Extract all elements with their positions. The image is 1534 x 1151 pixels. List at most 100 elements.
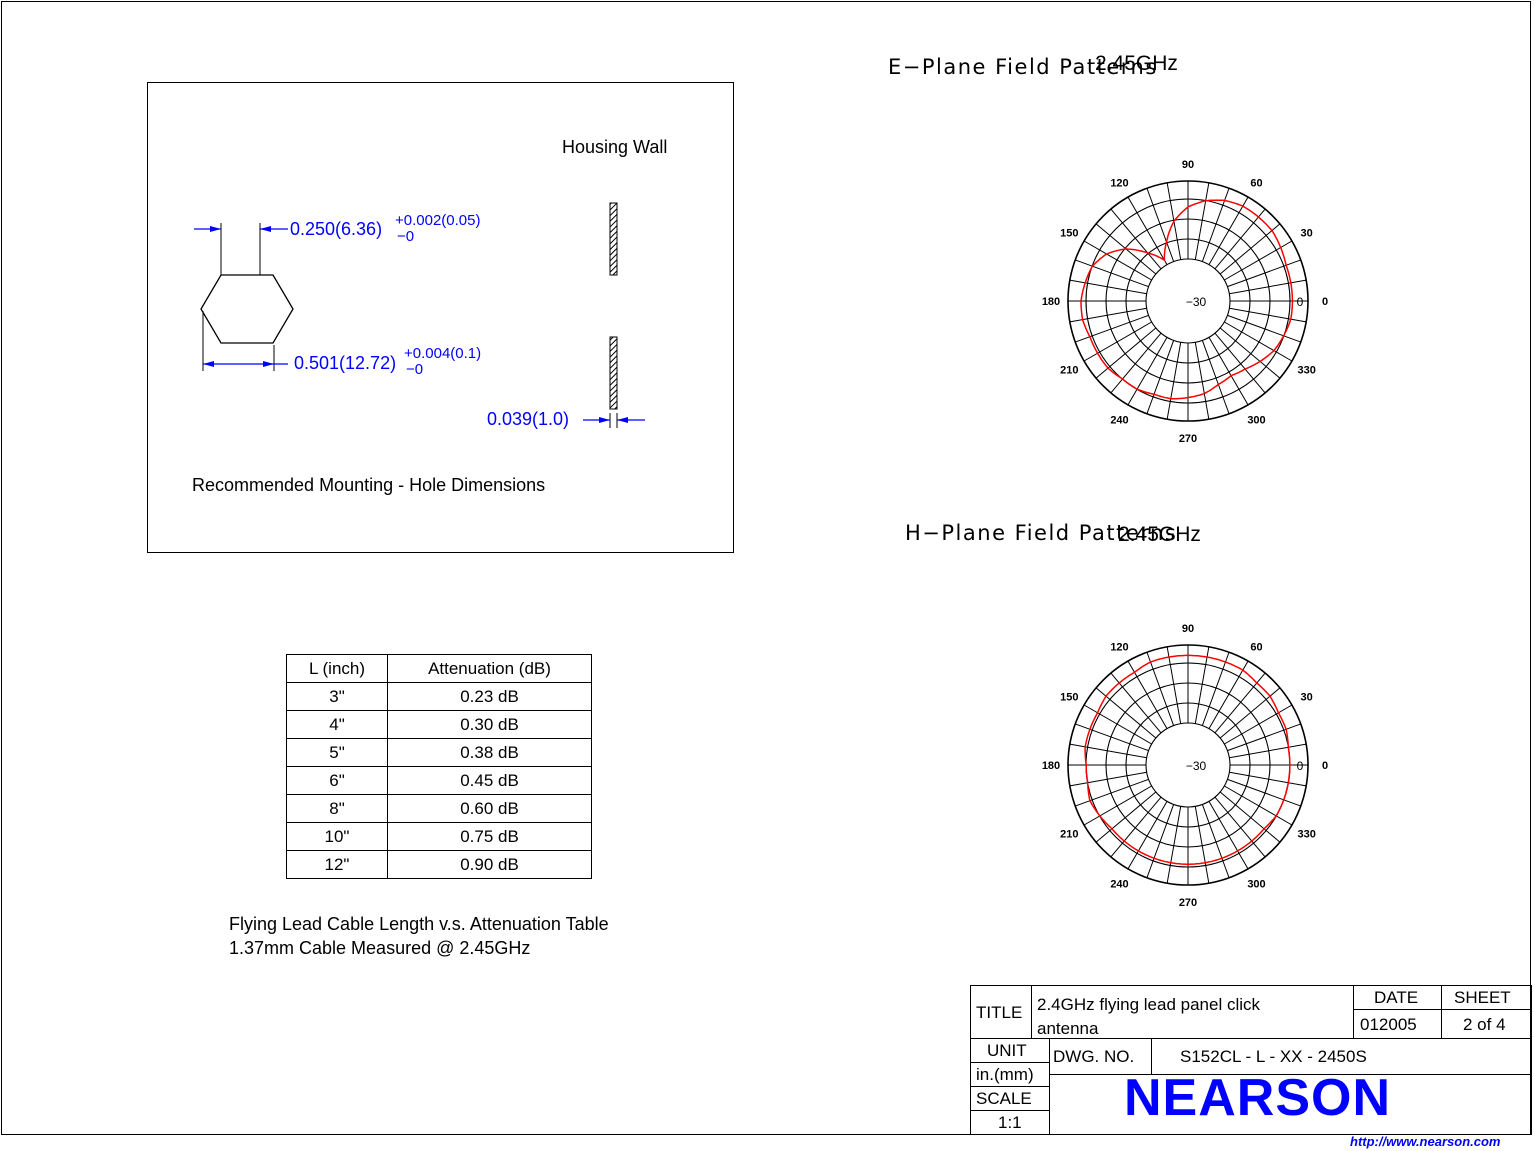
dim-width-label: 0.250(6.36) [290, 219, 383, 239]
grid-spoke [1069, 279, 1147, 295]
dim-diag-tol-plus: +0.004(0.1) [404, 345, 482, 362]
grid-spoke [1208, 196, 1249, 265]
angle-label: 180 [1042, 760, 1060, 772]
grid-spoke [1127, 801, 1168, 870]
grid-spoke [1075, 259, 1149, 288]
length-cell: 3" [286, 682, 388, 711]
table-row: 5"0.38 dB [286, 738, 592, 767]
grid-spoke [1146, 804, 1175, 878]
grid-spoke [1110, 332, 1162, 394]
grid-spoke [1219, 791, 1281, 843]
center-db-label: −30 [1186, 759, 1207, 773]
attenuation-cell: 0.45 dB [387, 766, 592, 795]
h-plane-freq: 2.45GHz [1118, 523, 1201, 546]
grid-spoke [1219, 687, 1281, 739]
dim-diag-label: 0.501(12.72) [294, 353, 397, 373]
grid-spoke [1069, 743, 1147, 759]
dwg-label: DWG. NO. [1053, 1047, 1135, 1066]
grid-spoke [1224, 704, 1293, 745]
hexagon-hole [200, 274, 294, 344]
attenuation-cell: 0.75 dB [387, 822, 592, 851]
pattern-curve [1080, 199, 1294, 400]
title-line1: 2.4GHz flying lead panel click [1037, 995, 1261, 1014]
angle-label: 240 [1110, 879, 1128, 891]
angle-label: 90 [1182, 159, 1194, 171]
title-label: TITLE [976, 1003, 1023, 1022]
table-header-cell: L (inch) [286, 654, 388, 683]
pattern-curve [1084, 654, 1291, 865]
grid-spoke [1075, 778, 1149, 807]
grid-spoke [1219, 327, 1281, 379]
grid-spoke [1110, 672, 1162, 734]
length-cell: 5" [286, 738, 388, 767]
grid-spoke [1083, 321, 1152, 362]
sheet-value: 2 of 4 [1463, 1015, 1506, 1034]
grid-spoke [1166, 806, 1182, 884]
date-value-cell: 012005 [1353, 1009, 1442, 1039]
grid-spoke [1224, 321, 1293, 362]
grid-spoke [1227, 778, 1301, 807]
table-row: 6"0.45 dB [286, 766, 592, 795]
mounting-caption: Recommended Mounting - Hole Dimensions [192, 475, 546, 495]
angle-label: 120 [1110, 177, 1128, 189]
angle-label: 60 [1250, 177, 1262, 189]
date-label: DATE [1374, 988, 1419, 1007]
grid-spoke [1095, 791, 1157, 843]
unit-label-cell: UNIT [970, 1038, 1050, 1063]
date-value: 012005 [1360, 1015, 1417, 1034]
angle-label: 30 [1301, 692, 1313, 704]
grid-spoke [1227, 314, 1301, 343]
grid-spoke [1166, 342, 1182, 420]
table-row: 8"0.60 dB [286, 794, 592, 823]
housing-wall-label: Housing Wall [562, 137, 668, 157]
attenuation-cell: 0.60 dB [387, 794, 592, 823]
h-plane-title: H−Plane Field Patterns [905, 521, 1178, 545]
grid-spoke [1146, 188, 1175, 262]
length-cell: 8" [286, 794, 388, 823]
grid-spoke [1194, 342, 1210, 420]
ring-db-label: 0 [1297, 295, 1304, 309]
table-header-row: L (inch)Attenuation (dB) [286, 654, 592, 683]
dim-diag-tol-minus: −0 [406, 361, 424, 378]
e-plane-title: E−Plane Field Patterns [888, 55, 1158, 79]
nearson-logo: NEARSON [1124, 1069, 1392, 1127]
title-value-cell: 2.4GHz flying lead panel click antenna [1031, 985, 1354, 1039]
grid-spoke [1075, 314, 1149, 343]
grid-spoke [1214, 796, 1266, 858]
grid-spoke [1208, 801, 1249, 870]
scale-label: SCALE [976, 1089, 1032, 1108]
grid-spoke [1146, 340, 1175, 414]
length-cell: 4" [286, 710, 388, 739]
grid-spoke [1229, 743, 1307, 759]
grid-spoke [1208, 337, 1249, 406]
angle-label: 270 [1179, 433, 1197, 445]
angle-label: 210 [1060, 829, 1078, 841]
table-row: 4"0.30 dB [286, 710, 592, 739]
angle-label: 300 [1247, 415, 1265, 427]
dim-width-tol-plus: +0.002(0.05) [395, 212, 481, 229]
nearson-url[interactable]: http://www.nearson.com [1350, 1134, 1501, 1149]
mounting-hole-drawing [194, 202, 645, 428]
angle-label: 0 [1322, 760, 1328, 772]
sheet-label: SHEET [1454, 988, 1511, 1007]
angle-label: 90 [1182, 623, 1194, 635]
grid-spoke [1146, 652, 1175, 726]
grid-spoke [1095, 327, 1157, 379]
housing-wall-lower [609, 336, 618, 410]
scale-value: 1:1 [998, 1113, 1022, 1132]
sheet-value-cell: 2 of 4 [1441, 1009, 1532, 1039]
grid-spoke [1075, 723, 1149, 752]
angle-label: 270 [1179, 897, 1197, 909]
grid-spoke [1208, 660, 1249, 729]
date-label-cell: DATE [1353, 985, 1442, 1010]
unit-value: in.(mm) [976, 1065, 1034, 1084]
grid-spoke [1227, 259, 1301, 288]
housing-wall-upper [609, 202, 618, 276]
grid-spoke [1201, 652, 1230, 726]
angle-label: 330 [1297, 829, 1315, 841]
grid-spoke [1083, 785, 1152, 826]
